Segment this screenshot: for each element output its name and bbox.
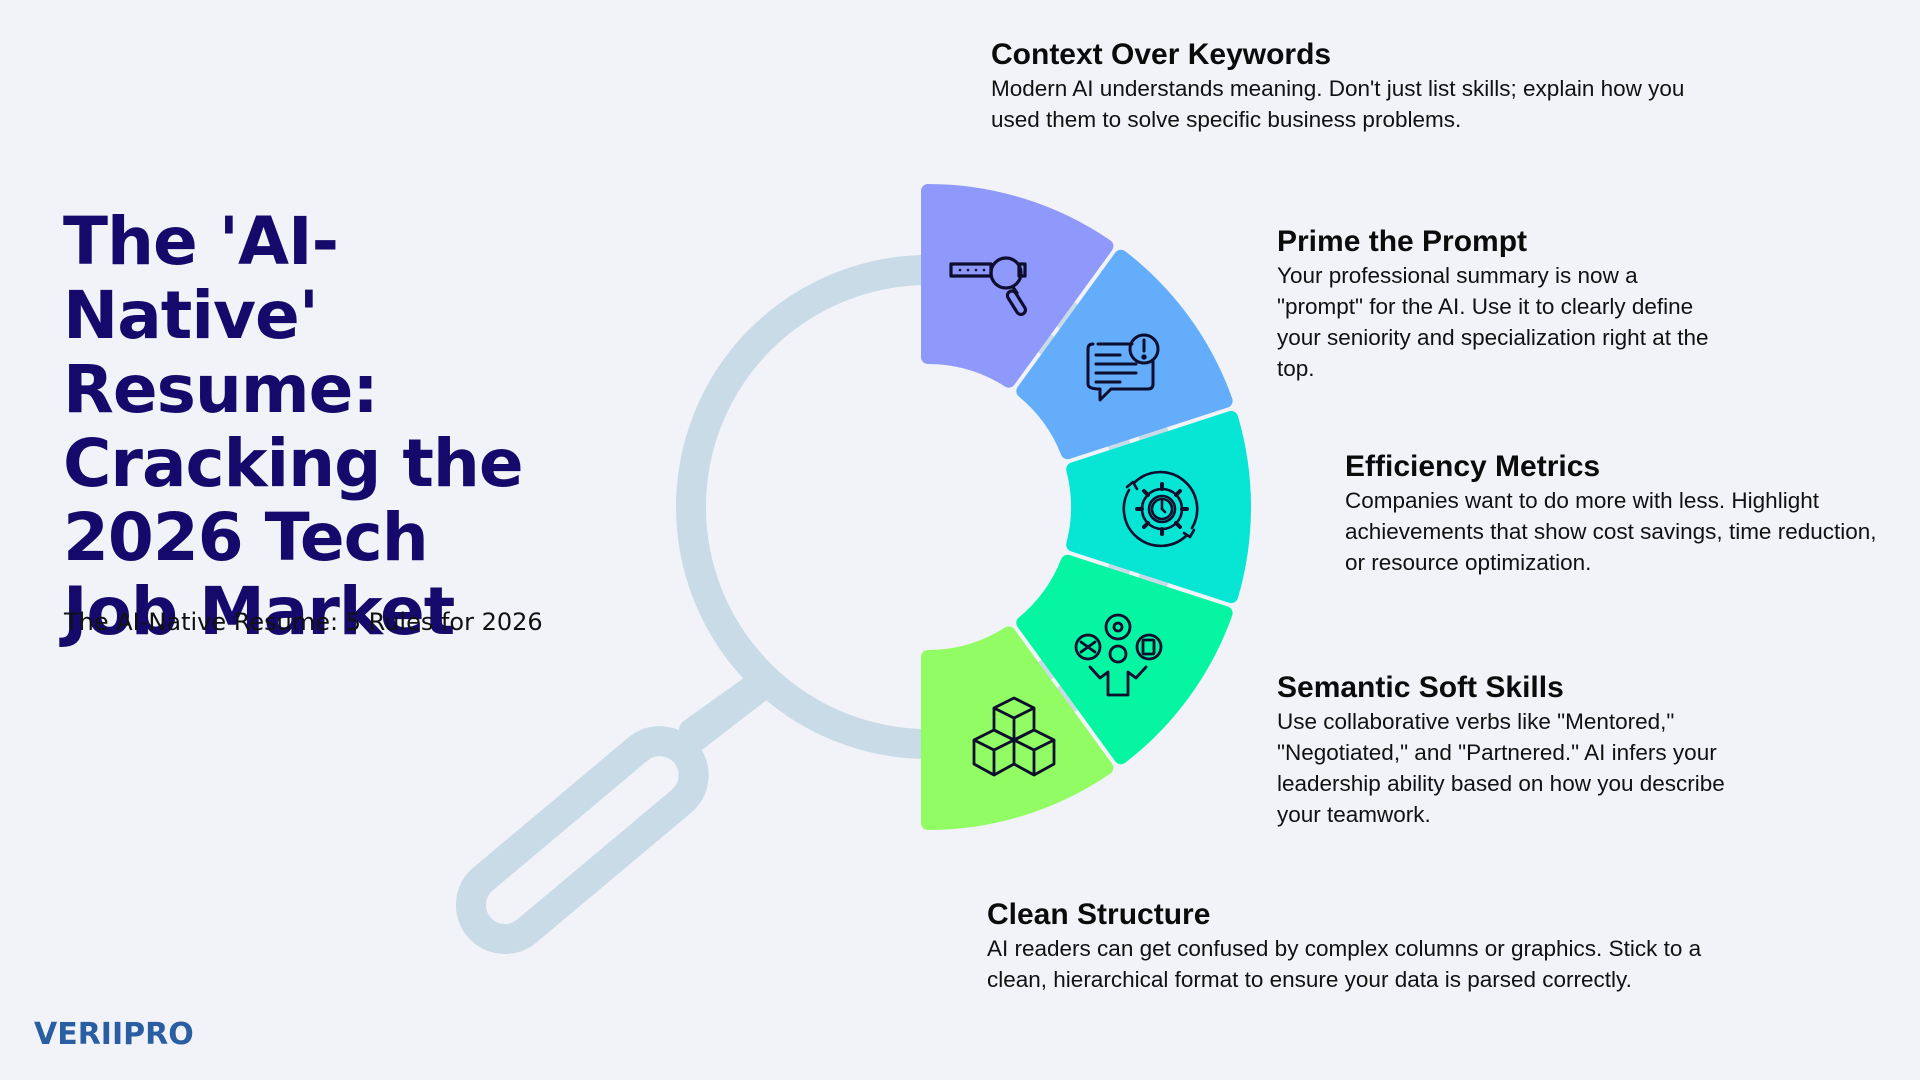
title-line: Job Market bbox=[63, 573, 455, 650]
rule-body: Companies want to do more with less. Hig… bbox=[1345, 488, 1877, 575]
page-title: The 'AI-Native' Resume: Cracking the 202… bbox=[63, 205, 583, 649]
title-line: Resume: bbox=[63, 351, 379, 428]
rule-body: Your professional summary is now a "prom… bbox=[1277, 263, 1709, 381]
subtitle: The AI-Native Resume: 5 Rules for 2026 bbox=[64, 608, 543, 636]
segment-connector bbox=[1104, 428, 1134, 462]
rule-title: Efficiency Metrics bbox=[1345, 450, 1601, 483]
magnifier-neck bbox=[682, 680, 768, 754]
title-line: The 'AI-Native' bbox=[63, 203, 339, 354]
rule-context-over-keywords: Context Over Keywords Modern AI understa… bbox=[991, 37, 1731, 135]
title-line: Cracking the bbox=[63, 425, 524, 502]
rule-body: Modern AI understands meaning. Don't jus… bbox=[991, 76, 1685, 132]
rule-efficiency-metrics: Efficiency Metrics Companies want to do … bbox=[1345, 449, 1885, 578]
rule-title: Context Over Keywords bbox=[991, 38, 1332, 71]
segment-connector bbox=[1104, 552, 1134, 586]
segment-connector bbox=[1028, 327, 1064, 362]
rule-body: AI readers can get confused by complex c… bbox=[987, 936, 1702, 992]
rule-title: Semantic Soft Skills bbox=[1277, 671, 1564, 704]
rule-semantic-soft-skills: Semantic Soft Skills Use collaborative v… bbox=[1277, 670, 1747, 830]
rule-prime-the-prompt: Prime the Prompt Your professional summa… bbox=[1277, 224, 1717, 384]
rule-body: Use collaborative verbs like "Mentored,"… bbox=[1277, 709, 1725, 827]
rule-title: Clean Structure bbox=[987, 898, 1211, 931]
segment-connector bbox=[1028, 652, 1064, 687]
rule-clean-structure: Clean Structure AI readers can get confu… bbox=[987, 897, 1727, 995]
brand-logo: VERIIPRO bbox=[34, 1017, 194, 1052]
title-line: 2026 Tech bbox=[63, 499, 429, 576]
rule-title: Prime the Prompt bbox=[1277, 225, 1528, 258]
magnifier-handle bbox=[455, 726, 709, 954]
